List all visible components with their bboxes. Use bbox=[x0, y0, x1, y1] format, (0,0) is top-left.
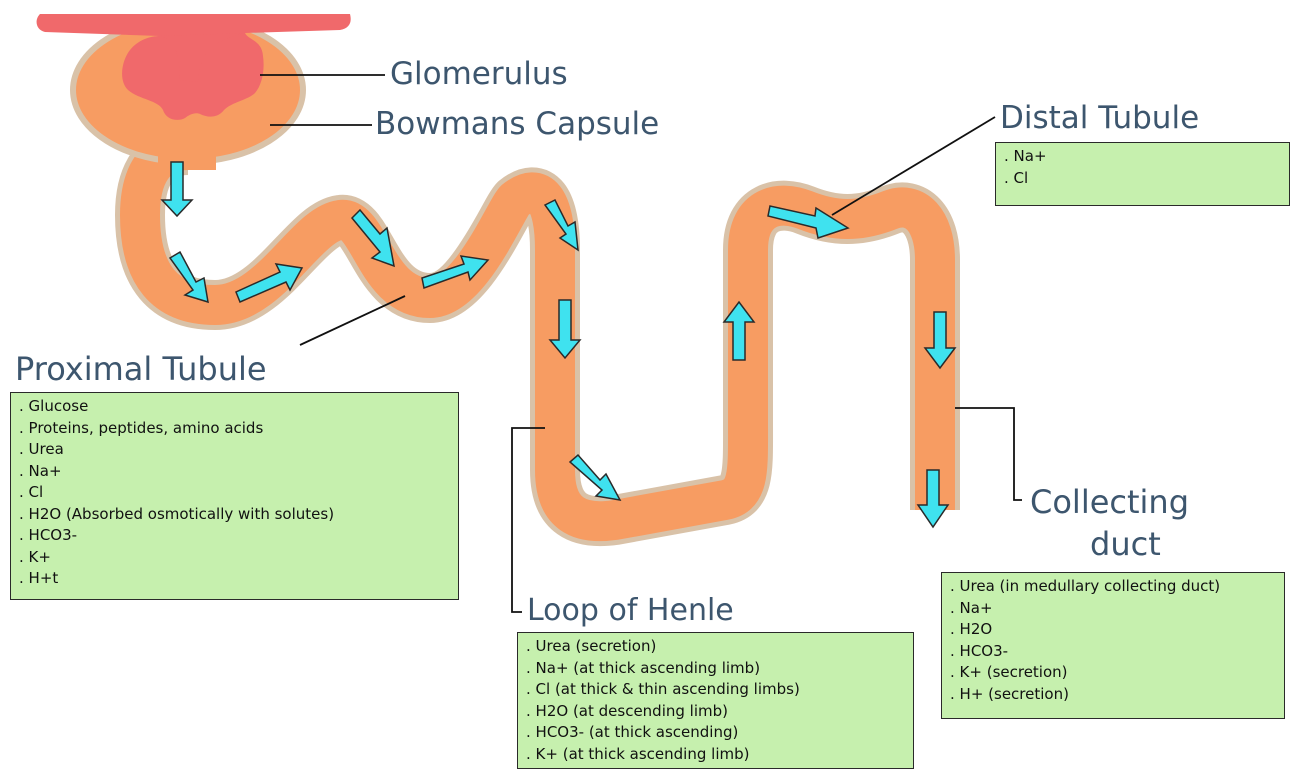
list-item: H2O bbox=[950, 619, 1276, 641]
capsule-neck bbox=[158, 140, 216, 170]
list-item: Cl (at thick & thin ascending limbs) bbox=[526, 679, 905, 701]
list-item: Na+ bbox=[950, 598, 1276, 620]
list-item: Na+ bbox=[1004, 146, 1281, 168]
list-item: Urea bbox=[19, 439, 450, 461]
glomerulus-label: Glomerulus bbox=[390, 56, 568, 92]
list-item: HCO3- bbox=[950, 641, 1276, 663]
list-item: K+ (at thick ascending limb) bbox=[526, 744, 905, 766]
collecting-duct-box: Urea (in medullary collecting duct) Na+ … bbox=[941, 572, 1285, 719]
loop-of-henle-box: Urea (secretion) Na+ (at thick ascending… bbox=[517, 632, 914, 769]
list-item: K+ bbox=[19, 547, 450, 569]
proximal-leader bbox=[300, 296, 405, 345]
bowmans-capsule-label: Bowmans Capsule bbox=[375, 106, 659, 142]
list-item: Cl bbox=[19, 482, 450, 504]
collecting-duct-label-line2: duct bbox=[1090, 525, 1161, 563]
list-item: K+ (secretion) bbox=[950, 662, 1276, 684]
list-item: Na+ bbox=[19, 461, 450, 483]
collecting-leader bbox=[955, 408, 1022, 500]
list-item: Na+ (at thick ascending limb) bbox=[526, 658, 905, 680]
proximal-tubule-box: Glucose Proteins, peptides, amino acids … bbox=[10, 392, 459, 600]
distal-tubule-box: Na+ Cl bbox=[995, 142, 1290, 206]
list-item: Glucose bbox=[19, 396, 450, 418]
loop-of-henle-label: Loop of Henle bbox=[527, 593, 734, 628]
list-item: Proteins, peptides, amino acids bbox=[19, 418, 450, 440]
proximal-tubule-label: Proximal Tubule bbox=[15, 350, 267, 388]
list-item: H+ (secretion) bbox=[950, 684, 1276, 706]
list-item: Urea (in medullary collecting duct) bbox=[950, 576, 1276, 598]
list-item: Urea (secretion) bbox=[526, 636, 905, 658]
list-item: H2O (at descending limb) bbox=[526, 701, 905, 723]
list-item: HCO3- (at thick ascending) bbox=[526, 722, 905, 744]
list-item: Cl bbox=[1004, 168, 1281, 190]
distal-tubule-label: Distal Tubule bbox=[1000, 100, 1199, 136]
list-item: H+t bbox=[19, 568, 450, 590]
list-item: H2O (Absorbed osmotically with solutes) bbox=[19, 504, 450, 526]
collecting-duct-label-line1: Collecting bbox=[1030, 483, 1189, 521]
list-item: HCO3- bbox=[19, 525, 450, 547]
